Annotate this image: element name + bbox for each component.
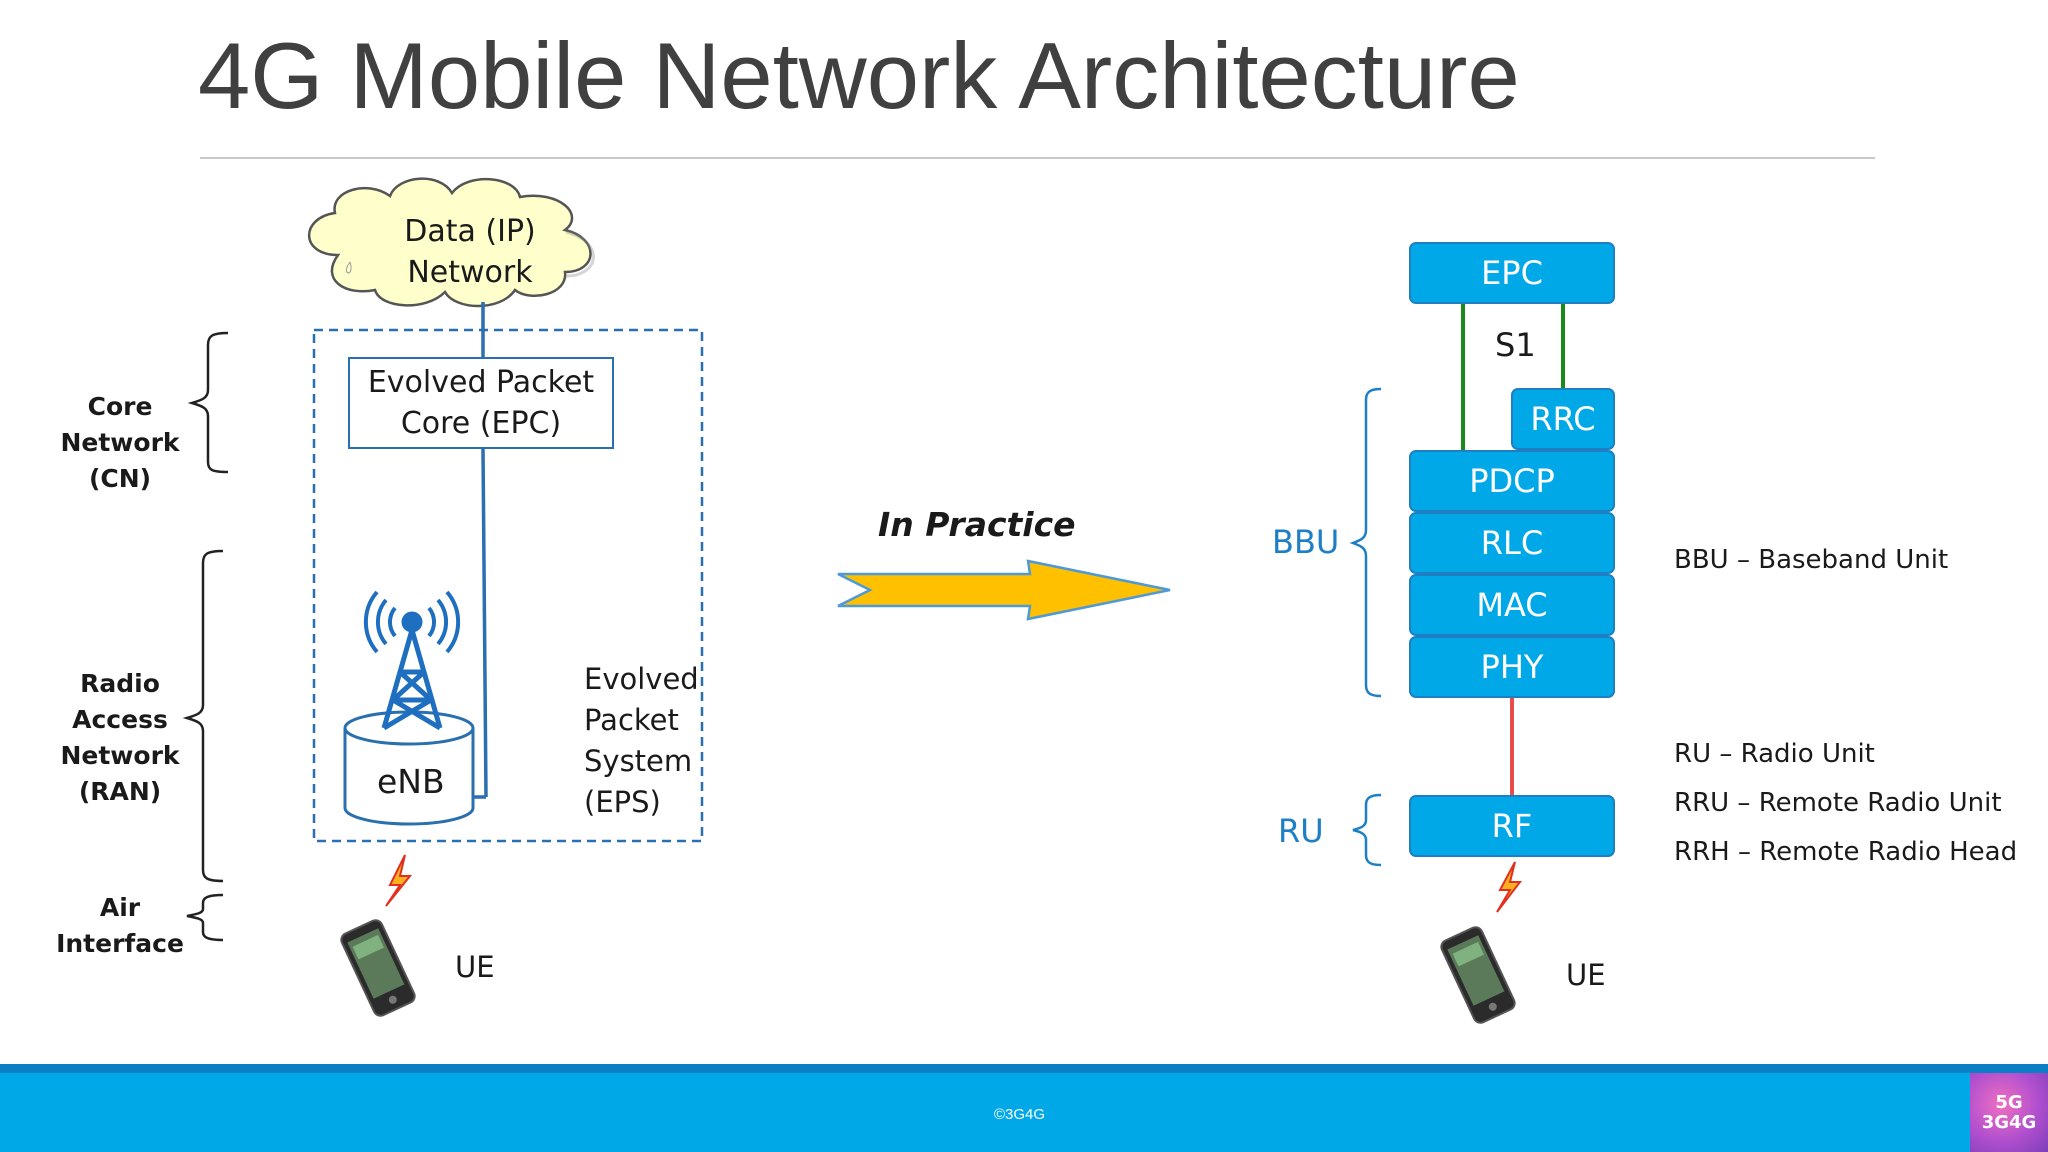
ru-brace <box>1352 793 1382 867</box>
core-network-label: Core Network (CN) <box>60 392 180 493</box>
epc-block: EPC <box>1409 242 1615 304</box>
ran-label: Radio Access Network (RAN) <box>60 669 180 806</box>
bbu-definition: BBU – Baseband Unit <box>1674 545 1949 575</box>
copyright-text: ©3G4G <box>994 1106 1046 1123</box>
title-divider <box>200 157 1875 159</box>
lightning-bolt-icon-right <box>1496 861 1523 913</box>
ue-label-right: UE <box>1566 958 1606 992</box>
bbu-brace <box>1349 387 1382 698</box>
phy-block: PHY <box>1409 636 1615 698</box>
air-interface-label: Air Interface <box>56 893 184 958</box>
cell-tower-icon <box>363 590 461 731</box>
rru-definition: RRU – Remote Radio Unit <box>1674 788 2002 818</box>
rrc-block: RRC <box>1511 388 1615 450</box>
rrh-definition: RRH – Remote Radio Head <box>1674 837 2018 867</box>
enb-cylinder <box>343 710 475 826</box>
3g4g-logo: 5G 3G4G <box>1970 1073 2048 1152</box>
page-title: 4G Mobile Network Architecture <box>198 23 1520 128</box>
epc-box: Evolved Packet Core (EPC) <box>348 357 614 449</box>
side-braces <box>182 331 229 942</box>
ru-definition: RU – Radio Unit <box>1674 739 1875 769</box>
rf-block: RF <box>1409 795 1615 857</box>
footer-divider <box>0 1064 2048 1073</box>
enb-label: eNB <box>377 762 445 801</box>
lightning-bolt-icon <box>385 854 413 907</box>
footer-band <box>0 1064 2048 1152</box>
epc-box-label: Evolved Packet Core (EPC) <box>367 365 595 441</box>
data-network-label: Data (IP) Network <box>404 214 536 290</box>
in-practice-label: In Practice <box>878 505 1076 544</box>
s1-interface-label: S1 <box>1495 326 1536 364</box>
rlc-block: RLC <box>1409 512 1615 574</box>
cloud-icon <box>307 177 592 308</box>
smartphone-icon <box>340 919 416 1017</box>
pdcp-block: PDCP <box>1409 450 1615 512</box>
in-practice-arrow <box>837 559 1171 621</box>
bbu-label: BBU <box>1272 523 1340 561</box>
eps-label: Evolved Packet System (EPS) <box>584 662 699 819</box>
ru-label: RU <box>1278 812 1324 850</box>
architecture-diagram <box>182 177 1565 1024</box>
mac-block: MAC <box>1409 574 1615 636</box>
smartphone-icon-right <box>1440 926 1516 1024</box>
ue-label: UE <box>455 950 495 984</box>
